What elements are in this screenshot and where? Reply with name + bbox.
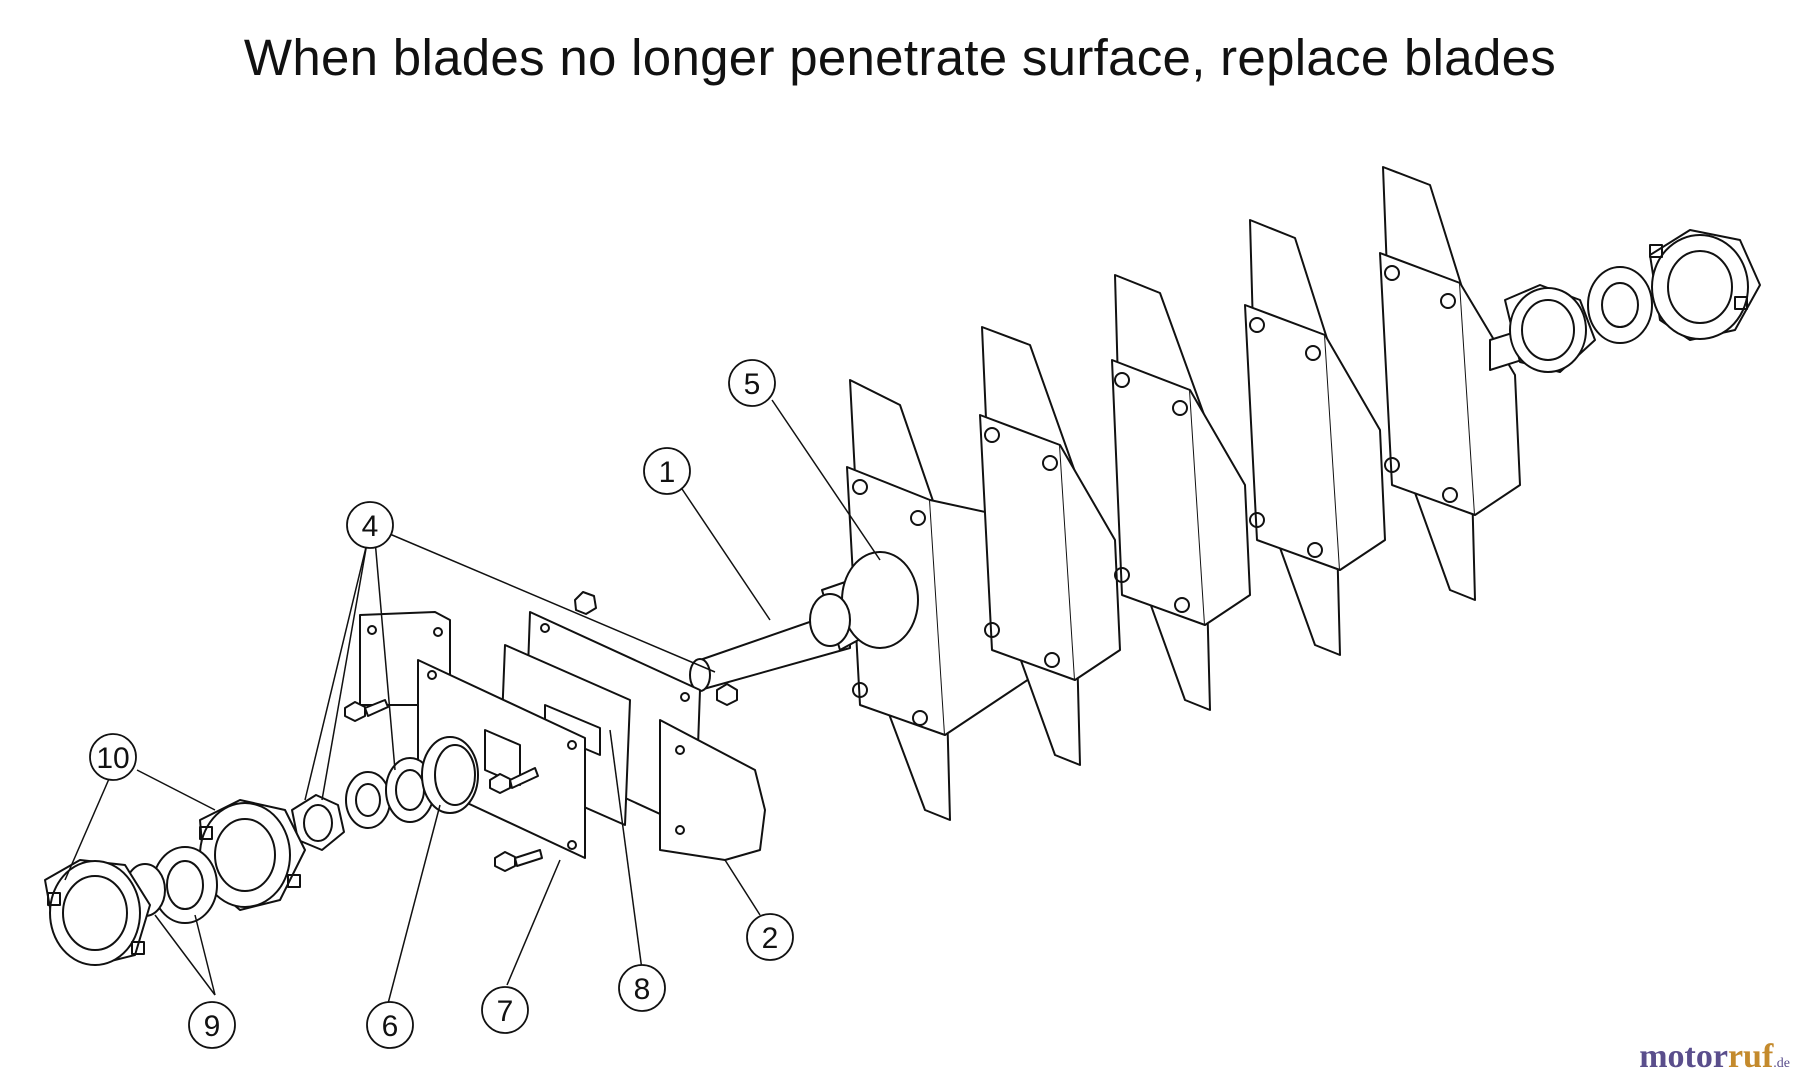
plate-front: [359, 611, 586, 859]
right-bearing-assembly: [1504, 229, 1761, 373]
blade-assembly-4: [1244, 219, 1386, 656]
callout-1: 1: [659, 456, 676, 489]
diagram-title: When blades no longer penetrate surface,…: [243, 29, 1557, 86]
blade-assembly-3: [1111, 274, 1251, 711]
callout-9: 9: [204, 1010, 221, 1043]
side-plate: [659, 719, 766, 861]
watermark-motor: motor: [1639, 1038, 1728, 1075]
shaft: [689, 317, 1561, 692]
watermark-tld: .de: [1773, 1056, 1790, 1071]
callout-4: 4: [362, 510, 379, 543]
watermark-ruf: ruf: [1727, 1038, 1774, 1075]
callout-6: 6: [382, 1010, 399, 1043]
blade-assembly-5: [1379, 166, 1521, 601]
callout-10: 10: [96, 742, 129, 775]
callout-circles: [89, 359, 794, 1049]
callout-5: 5: [744, 368, 761, 401]
left-bearing-assembly: [44, 736, 479, 966]
leader-lines: [64, 399, 881, 1016]
bolt-group: [344, 683, 738, 872]
callout-7: 7: [497, 995, 514, 1028]
watermark-logo: motorruf.de: [1639, 1038, 1790, 1076]
callout-8: 8: [634, 973, 651, 1006]
blade-assembly-2: [979, 326, 1121, 766]
callout-2: 2: [762, 922, 779, 955]
